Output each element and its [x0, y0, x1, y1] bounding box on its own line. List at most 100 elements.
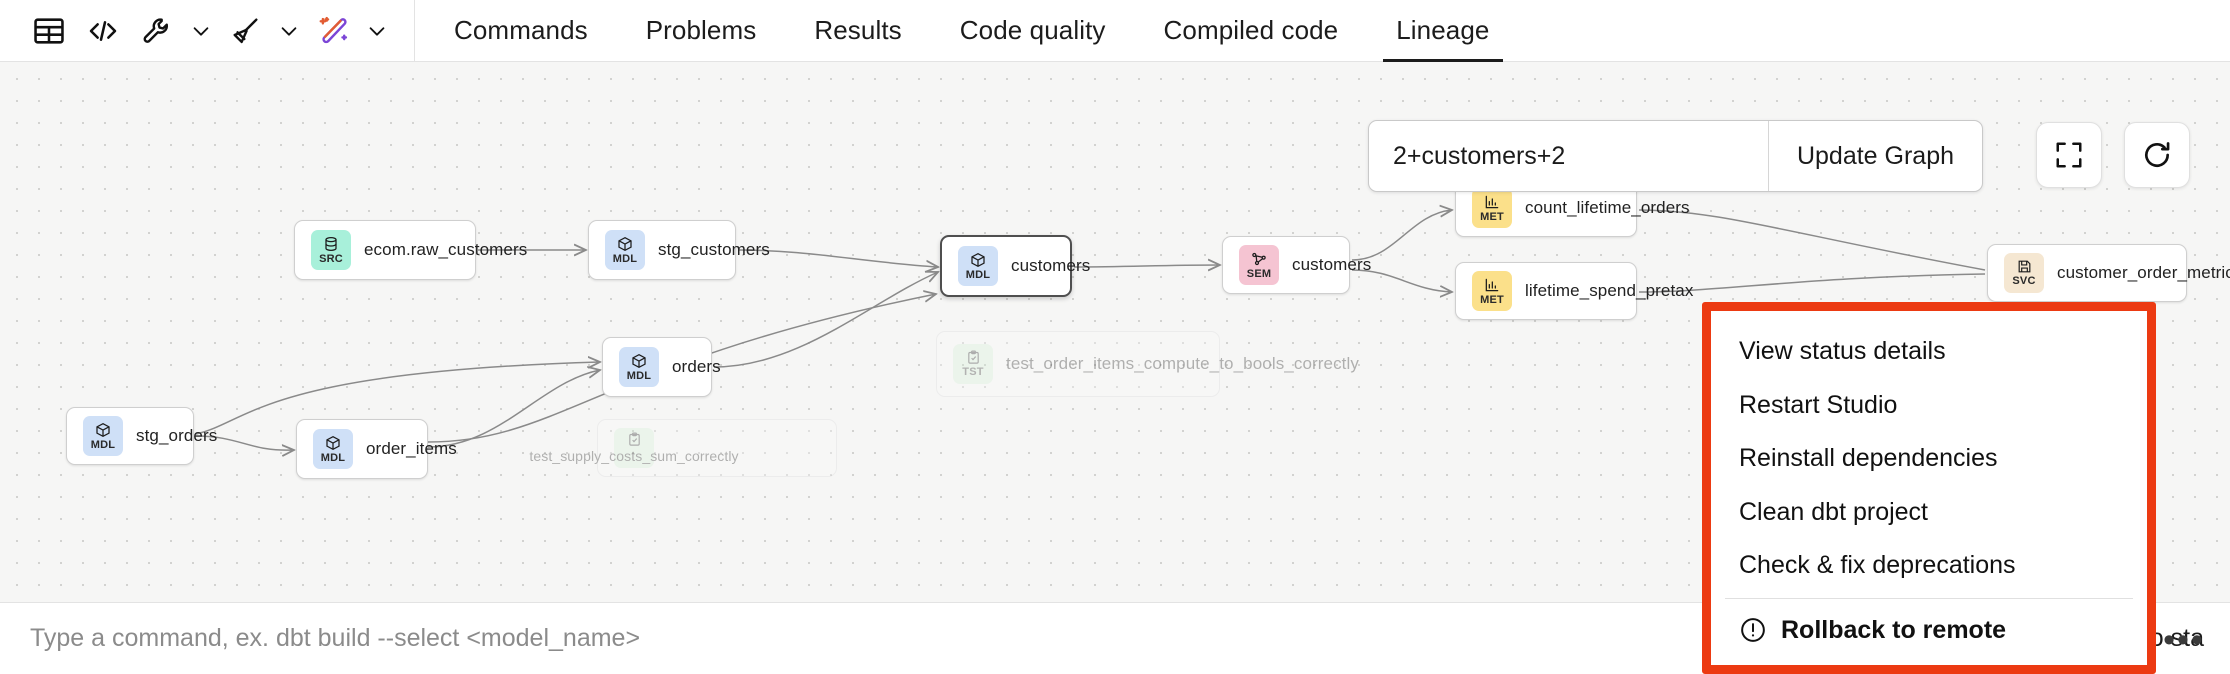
- tab-label: Lineage: [1396, 15, 1490, 45]
- warning-circle-icon: [1739, 616, 1767, 644]
- clipboard-check-icon: [966, 350, 981, 365]
- badge-label: SEM: [1246, 267, 1272, 280]
- tab-code-quality[interactable]: Code quality: [931, 0, 1135, 62]
- clipboard-check-icon: [627, 432, 642, 447]
- graph-selector-bar: Update Graph: [1368, 120, 1983, 192]
- refresh-icon: [2145, 142, 2170, 167]
- menu-item-restart-studio[interactable]: Restart Studio: [1711, 379, 2147, 433]
- badge-tst: TST: [953, 344, 993, 384]
- badge-mdl: MDL: [619, 347, 659, 387]
- lineage-node-ecom-raw-customers[interactable]: SRC ecom.raw_customers: [294, 220, 527, 280]
- badge-sem: SEM: [1239, 245, 1279, 285]
- badge-label: MDL: [612, 252, 638, 265]
- menu-item-label: View status details: [1739, 337, 1946, 366]
- node-label: count_lifetime_orders: [1525, 198, 1690, 217]
- badge-label: SVC: [2012, 275, 2036, 287]
- badge-label: MET: [1480, 293, 1504, 306]
- badge-met: MET: [1472, 271, 1512, 311]
- badge-svc: SVC: [2004, 253, 2044, 293]
- badge-label: MDL: [320, 451, 346, 464]
- cube-icon: [631, 353, 647, 369]
- chevron-down-icon-tools[interactable]: [184, 5, 218, 57]
- cube-icon: [95, 422, 111, 438]
- tab-results[interactable]: Results: [785, 0, 930, 62]
- bar-chart-icon: [1484, 194, 1500, 210]
- tab-problems[interactable]: Problems: [617, 0, 786, 62]
- badge-label: MDL: [965, 268, 991, 281]
- editor-tool-group: [0, 0, 394, 62]
- lineage-node-order-items[interactable]: MDL order_items: [296, 419, 457, 479]
- ellipsis-icon[interactable]: •••: [2163, 621, 2205, 659]
- cube-icon: [970, 252, 986, 268]
- magic-wand-icon[interactable]: [306, 5, 360, 57]
- lineage-node-lifetime-spend-pretax[interactable]: MET lifetime_spend_pretax: [1455, 262, 1693, 320]
- badge-src: SRC: [311, 230, 351, 270]
- badge-label: MDL: [90, 438, 116, 451]
- node-label: order_items: [366, 439, 457, 458]
- lineage-node-customers-semantic[interactable]: SEM customers: [1222, 236, 1371, 294]
- graph-selector-input[interactable]: [1369, 121, 1768, 191]
- badge-tst: test_supply_costs_sum_correctly: [529, 428, 739, 468]
- refresh-graph-button[interactable]: [2124, 122, 2190, 188]
- lineage-node-customer-order-metrics[interactable]: SVC customer_order_metrics: [1987, 244, 2230, 302]
- tab-label: Compiled code: [1163, 15, 1339, 45]
- node-label: customer_order_metrics: [2057, 263, 2230, 282]
- badge-mdl: MDL: [83, 416, 123, 456]
- node-label: orders: [672, 357, 721, 376]
- tab-label: Commands: [454, 15, 588, 45]
- table-icon[interactable]: [22, 5, 76, 57]
- chevron-down-icon-format[interactable]: [272, 5, 306, 57]
- fullscreen-icon: [2056, 142, 2082, 168]
- command-input[interactable]: [0, 624, 1974, 653]
- tab-label: Problems: [645, 15, 757, 45]
- update-graph-button[interactable]: Update Graph: [1769, 121, 1982, 191]
- tab-lineage[interactable]: Lineage: [1367, 0, 1518, 62]
- lineage-node-customers-model[interactable]: MDL customers: [940, 235, 1090, 297]
- tab-compiled-code[interactable]: Compiled code: [1135, 0, 1368, 62]
- fit-to-screen-button[interactable]: [2036, 122, 2102, 188]
- tab-commands[interactable]: Commands: [425, 0, 617, 62]
- menu-item-label: Rollback to remote: [1781, 615, 2007, 644]
- badge-met: MET: [1472, 188, 1512, 228]
- save-disk-icon: [2017, 259, 2032, 274]
- menu-item-view-status-details[interactable]: View status details: [1711, 325, 2147, 379]
- bar-chart-icon: [1484, 277, 1500, 293]
- menu-item-label: Clean dbt project: [1739, 497, 1929, 526]
- tab-label: Results: [814, 15, 902, 45]
- node-label: stg_customers: [658, 240, 770, 259]
- lineage-node-test-supply-costs[interactable]: test_supply_costs_sum_correctly: [529, 419, 837, 477]
- lineage-node-test-order-items[interactable]: TST test_order_items_compute_to_bools_co…: [936, 331, 1359, 397]
- node-label: stg_orders: [136, 426, 218, 445]
- toolbar-divider: [414, 0, 415, 62]
- lineage-node-stg-orders[interactable]: MDL stg_orders: [66, 407, 217, 465]
- menu-item-reinstall-dependencies[interactable]: Reinstall dependencies: [1711, 432, 2147, 486]
- lineage-node-stg-customers[interactable]: MDL stg_customers: [588, 220, 770, 280]
- badge-label: MDL: [626, 369, 652, 382]
- semantic-graph-icon: [1251, 251, 1267, 267]
- badge-mdl: MDL: [605, 230, 645, 270]
- cube-icon: [325, 435, 341, 451]
- chevron-down-icon-ai[interactable]: [360, 5, 394, 57]
- menu-item-check-fix-deprecations[interactable]: Check & fix deprecations: [1711, 539, 2147, 593]
- badge-label: SRC: [319, 252, 343, 265]
- broom-icon[interactable]: [218, 5, 272, 57]
- context-menu-highlight: View status details Restart Studio Reins…: [1702, 302, 2156, 674]
- node-label: customers: [1011, 256, 1091, 275]
- badge-mdl: MDL: [313, 429, 353, 469]
- menu-item-clean-dbt-project[interactable]: Clean dbt project: [1711, 486, 2147, 540]
- tab-label: Code quality: [959, 15, 1106, 45]
- code-icon[interactable]: [76, 5, 130, 57]
- wrench-icon[interactable]: [130, 5, 184, 57]
- badge-label: TST: [962, 366, 984, 378]
- menu-divider: [1725, 597, 2133, 599]
- database-icon: [323, 236, 339, 252]
- lineage-node-orders[interactable]: MDL orders: [602, 337, 721, 397]
- node-label: test_order_items_compute_to_bools_correc…: [1006, 354, 1359, 374]
- badge-mdl: MDL: [958, 246, 998, 286]
- studio-context-menu: View status details Restart Studio Reins…: [1711, 311, 2147, 665]
- menu-item-rollback-to-remote[interactable]: Rollback to remote: [1711, 603, 2147, 657]
- selector-divider: [1767, 121, 1769, 191]
- node-label: ecom.raw_customers: [364, 240, 528, 259]
- menu-item-label: Check & fix deprecations: [1739, 551, 2016, 580]
